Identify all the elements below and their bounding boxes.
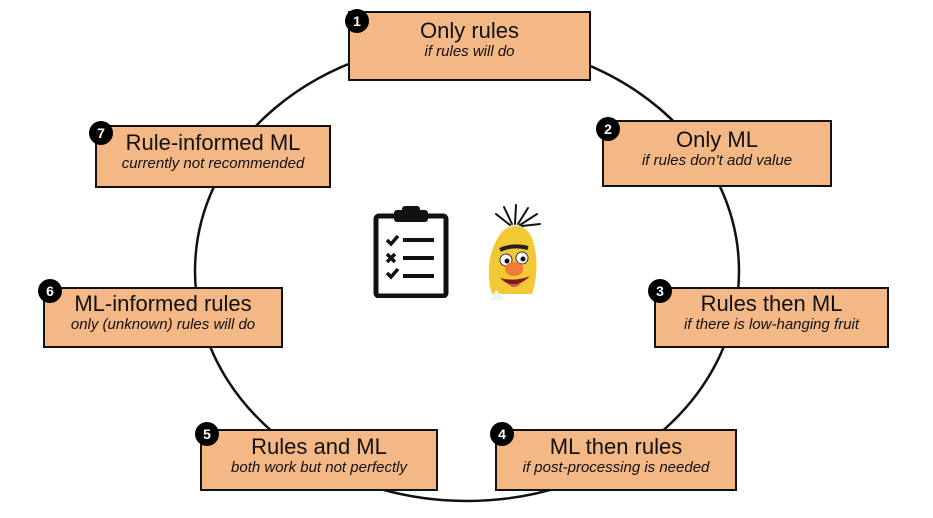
step-6-badge: 6: [38, 279, 62, 303]
step-6-box: ML-informed rules only (unknown) rules w…: [43, 287, 283, 348]
step-3-subtitle: if there is low-hanging fruit: [683, 316, 860, 333]
step-3-title: Rules then ML: [700, 291, 843, 316]
step-5-box: Rules and ML both work but not perfectly: [200, 429, 438, 491]
step-2-title: Only ML: [676, 127, 758, 152]
step-7-subtitle: currently not recommended: [121, 155, 305, 172]
step-7-title: Rule-informed ML: [125, 130, 301, 155]
step-4-badge: 4: [490, 422, 514, 446]
step-5-badge: 5: [195, 422, 219, 446]
step-2-badge: 2: [596, 117, 620, 141]
step-1-badge: 1: [345, 9, 369, 33]
step-6-subtitle: only (unknown) rules will do: [70, 316, 256, 333]
step-4-title: ML then rules: [549, 434, 683, 459]
step-1-box: Only rules if rules will do: [348, 11, 591, 81]
step-1-subtitle: if rules will do: [424, 43, 515, 60]
bert-muppet-icon: [488, 204, 541, 300]
step-5-title: Rules and ML: [251, 434, 387, 459]
step-1-title: Only rules: [419, 18, 520, 43]
step-4-subtitle: if post-processing is needed: [522, 459, 710, 476]
step-7-badge: 7: [89, 121, 113, 145]
clipboard-checklist-icon: [373, 206, 449, 298]
step-2-box: Only ML if rules don’t add value: [602, 120, 832, 187]
step-2-subtitle: if rules don’t add value: [641, 152, 793, 169]
step-3-box: Rules then ML if there is low-hanging fr…: [654, 287, 889, 348]
step-4-box: ML then rules if post-processing is need…: [495, 429, 737, 491]
step-3-badge: 3: [648, 279, 672, 303]
step-6-title: ML-informed rules: [74, 291, 252, 316]
step-5-subtitle: both work but not perfectly: [231, 459, 407, 476]
step-7-box: Rule-informed ML currently not recommend…: [95, 125, 331, 188]
